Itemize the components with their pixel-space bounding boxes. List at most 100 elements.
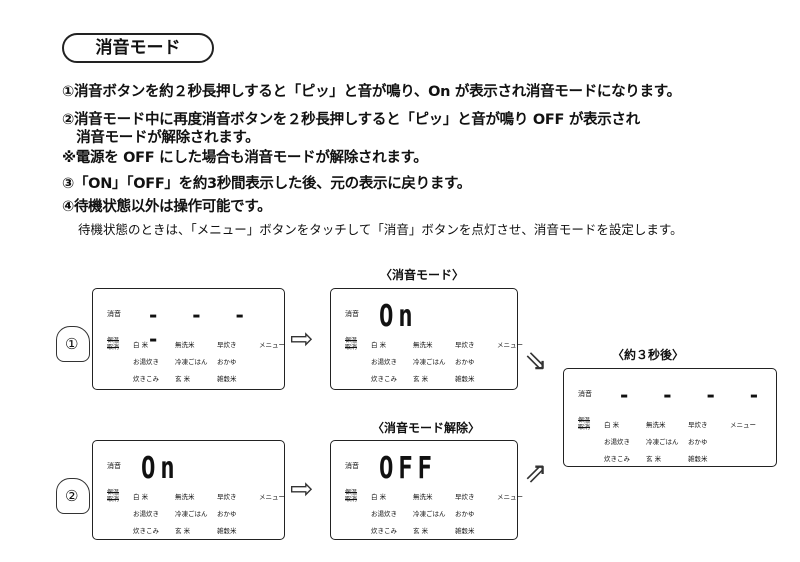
cancel-label: 取消 bbox=[107, 344, 120, 351]
menu-item[interactable]: お湯炊き bbox=[133, 358, 159, 366]
section-title: 消音モード bbox=[62, 33, 214, 63]
spacer bbox=[730, 453, 760, 463]
mute-button[interactable]: 消音 bbox=[578, 390, 592, 398]
menu-button[interactable]: メニュー bbox=[259, 493, 285, 501]
menu-item[interactable]: 無洗米 bbox=[646, 421, 666, 429]
keep-warm-button[interactable]: 保温取消 bbox=[107, 337, 119, 351]
menu-grid: 白 米 無洗米 早炊き メニューお湯炊き 冷凍ごはん おかゆ炊きこみ 玄 米 雑穀米 bbox=[133, 491, 289, 535]
mute-button[interactable]: 消音 bbox=[345, 462, 359, 470]
spacer bbox=[259, 356, 289, 366]
menu-item[interactable]: 玄 米 bbox=[413, 375, 429, 383]
menu-button[interactable]: メニュー bbox=[497, 341, 523, 349]
menu-item[interactable]: 無洗米 bbox=[175, 493, 195, 501]
keep-label: 保温 bbox=[578, 417, 591, 424]
menu-button[interactable]: メニュー bbox=[259, 341, 285, 349]
menu-item[interactable]: 炊きこみ bbox=[604, 455, 630, 463]
menu-item[interactable]: おかゆ bbox=[688, 438, 708, 446]
menu-item[interactable]: お湯炊き bbox=[371, 358, 397, 366]
step-4: ④待機状態以外は操作可能です。 bbox=[62, 199, 272, 215]
cancel-label: 取消 bbox=[345, 344, 358, 351]
menu-item[interactable]: 炊きこみ bbox=[371, 527, 397, 535]
mute-button[interactable]: 消音 bbox=[107, 462, 121, 470]
menu-item[interactable]: 無洗米 bbox=[413, 493, 433, 501]
menu-item[interactable]: 炊きこみ bbox=[371, 375, 397, 383]
menu-item[interactable]: 早炊き bbox=[688, 421, 708, 429]
menu-item[interactable]: 無洗米 bbox=[175, 341, 195, 349]
menu-item[interactable]: 雑穀米 bbox=[688, 455, 708, 463]
spacer bbox=[497, 373, 527, 383]
menu-item[interactable]: 冷凍ごはん bbox=[413, 358, 446, 366]
cancel-label: 取消 bbox=[578, 424, 591, 431]
menu-item[interactable]: 玄 米 bbox=[413, 527, 429, 535]
keep-label: 保温 bbox=[107, 489, 120, 496]
menu-item[interactable]: 白 米 bbox=[604, 421, 620, 429]
keep-label: 保温 bbox=[345, 489, 358, 496]
menu-item[interactable]: おかゆ bbox=[455, 510, 475, 518]
menu-item[interactable]: 雑穀米 bbox=[217, 375, 237, 383]
menu-item[interactable]: 早炊き bbox=[455, 341, 475, 349]
menu-item[interactable]: 冷凍ごはん bbox=[175, 510, 208, 518]
control-panel-p4: 消音 保温取消 On 白 米無洗米早炊きメニューお湯炊き冷凍ごはんおかゆ炊きこみ… bbox=[92, 440, 285, 540]
menu-grid: 白 米 無洗米 早炊き メニューお湯炊き 冷凍ごはん おかゆ炊きこみ 玄 米 雑穀米 bbox=[371, 491, 527, 535]
menu-item[interactable]: 雑穀米 bbox=[217, 527, 237, 535]
menu-item[interactable]: おかゆ bbox=[455, 358, 475, 366]
caption-mute-on: 〈消音モード〉 bbox=[380, 268, 465, 282]
menu-item[interactable]: おかゆ bbox=[217, 510, 237, 518]
hand-pointer-icon: ② bbox=[56, 478, 90, 514]
keep-label: 保温 bbox=[345, 337, 358, 344]
standby-note: 待機状態のときは、「メニュー」ボタンをタッチして「消音」ボタンを点灯させ、消音モ… bbox=[78, 222, 683, 237]
caption-after-3s: 〈約３秒後〉 bbox=[612, 348, 685, 362]
spacer bbox=[497, 356, 527, 366]
caption-mute-off: 〈消音モード解除〉 bbox=[372, 421, 481, 435]
menu-button[interactable]: メニュー bbox=[730, 421, 756, 429]
menu-item[interactable]: 炊きこみ bbox=[133, 527, 159, 535]
menu-item[interactable]: おかゆ bbox=[217, 358, 237, 366]
spacer bbox=[259, 373, 289, 383]
menu-item[interactable]: 冷凍ごはん bbox=[175, 358, 208, 366]
spacer bbox=[259, 508, 289, 518]
mute-button[interactable]: 消音 bbox=[107, 310, 121, 318]
keep-warm-button[interactable]: 保温取消 bbox=[107, 489, 119, 503]
control-panel-p2: 消音 保温取消 On 白 米無洗米早炊きメニューお湯炊き冷凍ごはんおかゆ炊きこみ… bbox=[330, 288, 523, 390]
cancel-label: 取消 bbox=[345, 496, 358, 503]
menu-item[interactable]: 早炊き bbox=[455, 493, 475, 501]
menu-item[interactable]: 無洗米 bbox=[413, 341, 433, 349]
menu-item[interactable]: 冷凍ごはん bbox=[413, 510, 446, 518]
menu-item[interactable]: 玄 米 bbox=[646, 455, 662, 463]
spacer bbox=[497, 525, 527, 535]
step-2: ②消音モード中に再度消音ボタンを２秒長押しすると「ピッ」と音が鳴り OFF が表… bbox=[62, 112, 640, 128]
menu-item[interactable]: 早炊き bbox=[217, 493, 237, 501]
keep-warm-button[interactable]: 保温取消 bbox=[578, 417, 590, 431]
menu-item[interactable]: 玄 米 bbox=[175, 527, 191, 535]
menu-item[interactable]: 白 米 bbox=[133, 493, 149, 501]
step-1: ①消音ボタンを約２秒長押しすると「ピッ」と音が鳴り、On が表示され消音モードに… bbox=[62, 84, 681, 100]
keep-label: 保温 bbox=[107, 337, 120, 344]
menu-item[interactable]: 炊きこみ bbox=[133, 375, 159, 383]
note-power-off: ※電源を OFF にした場合も消音モードが解除されます。 bbox=[62, 150, 428, 166]
keep-warm-button[interactable]: 保温取消 bbox=[345, 337, 357, 351]
mute-button[interactable]: 消音 bbox=[345, 310, 359, 318]
menu-item[interactable]: お湯炊き bbox=[133, 510, 159, 518]
spacer bbox=[497, 508, 527, 518]
down-right-arrow-icon: ⇘ bbox=[524, 344, 548, 377]
display-readout: - - - - bbox=[149, 303, 258, 351]
menu-item[interactable]: 白 米 bbox=[371, 341, 387, 349]
menu-item[interactable]: 白 米 bbox=[133, 341, 149, 349]
step-2-cont: 消音モードが解除されます。 bbox=[62, 130, 260, 146]
menu-item[interactable]: 白 米 bbox=[371, 493, 387, 501]
menu-item[interactable]: 雑穀米 bbox=[455, 375, 475, 383]
step-3: ③「ON」「OFF」を約3秒間表示した後、元の表示に戻ります。 bbox=[62, 176, 471, 192]
menu-item[interactable]: お湯炊き bbox=[371, 510, 397, 518]
menu-item[interactable]: 早炊き bbox=[217, 341, 237, 349]
menu-grid: 白 米 無洗米 早炊き メニューお湯炊き 冷凍ごはん おかゆ炊きこみ 玄 米 雑穀米 bbox=[604, 419, 760, 463]
menu-item[interactable]: 雑穀米 bbox=[455, 527, 475, 535]
menu-button[interactable]: メニュー bbox=[497, 493, 523, 501]
menu-item[interactable]: 玄 米 bbox=[175, 375, 191, 383]
display-readout: OFF bbox=[379, 451, 437, 486]
menu-item[interactable]: お湯炊き bbox=[604, 438, 630, 446]
up-right-arrow-icon: ⇗ bbox=[524, 456, 548, 489]
keep-warm-button[interactable]: 保温取消 bbox=[345, 489, 357, 503]
menu-item[interactable]: 冷凍ごはん bbox=[646, 438, 679, 446]
right-arrow-icon: ⇨ bbox=[290, 472, 314, 505]
spacer bbox=[730, 436, 760, 446]
